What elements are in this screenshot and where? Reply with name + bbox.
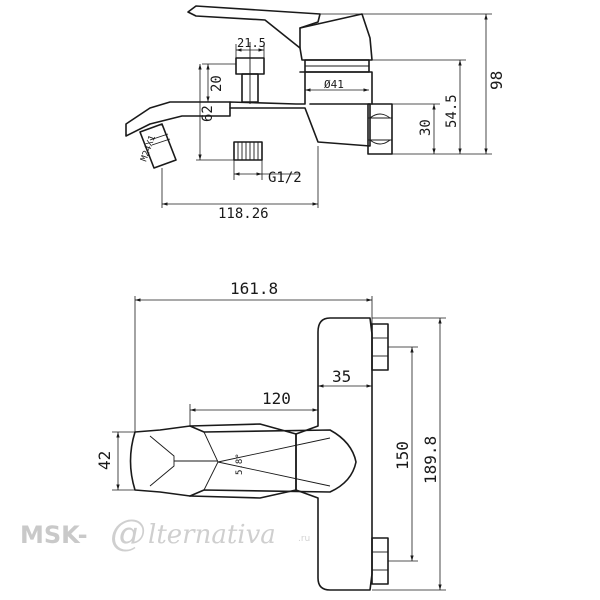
dim-189-8: 189.8 bbox=[421, 436, 440, 484]
watermark-domain: .ru bbox=[298, 534, 310, 544]
watermark-at-symbol: @ bbox=[110, 513, 146, 554]
hex-nut-upper bbox=[371, 323, 389, 371]
handle-body-side bbox=[299, 13, 373, 61]
body-plate-top bbox=[295, 317, 373, 591]
dim-120: 120 bbox=[262, 389, 291, 408]
hex-nut-side bbox=[367, 103, 393, 155]
thread-g12: G1/2 bbox=[268, 170, 302, 186]
spout-side bbox=[125, 101, 231, 137]
dim-42: 42 bbox=[95, 451, 114, 470]
dim-21-5: 21.5 bbox=[237, 36, 266, 50]
diverter-side bbox=[235, 42, 265, 104]
hex-nut-lower bbox=[371, 537, 389, 585]
dim-98: 98 bbox=[487, 71, 506, 90]
watermark-brand-left: MSK- bbox=[20, 521, 88, 549]
main-body-side bbox=[229, 71, 371, 147]
inlet-thread bbox=[233, 141, 263, 161]
watermark-brand-right: lternativa bbox=[148, 520, 276, 550]
dim-150: 150 bbox=[393, 441, 412, 470]
dim-diameter-41: Ø41 bbox=[324, 78, 344, 91]
top-view: 5.8° 161.8 35 120 42 150 189.8 bbox=[95, 279, 446, 591]
dim-30: 30 bbox=[418, 119, 434, 136]
dim-161-8: 161.8 bbox=[230, 279, 278, 298]
lever-top bbox=[189, 425, 357, 497]
angle-5-8: 5.8° bbox=[235, 453, 245, 475]
dim-20: 20 bbox=[209, 75, 225, 92]
dim-54-5: 54.5 bbox=[444, 94, 460, 128]
side-view: 21.5 20 62 Ø41 30 54.5 98 M24X1 G bbox=[125, 5, 506, 222]
watermark-logo: MSK- @ lternativa .ru bbox=[20, 513, 310, 554]
dim-118-26: 118.26 bbox=[218, 206, 269, 222]
aerator-side bbox=[139, 123, 177, 169]
dim-35: 35 bbox=[332, 367, 351, 386]
dim-62: 62 bbox=[200, 105, 216, 122]
